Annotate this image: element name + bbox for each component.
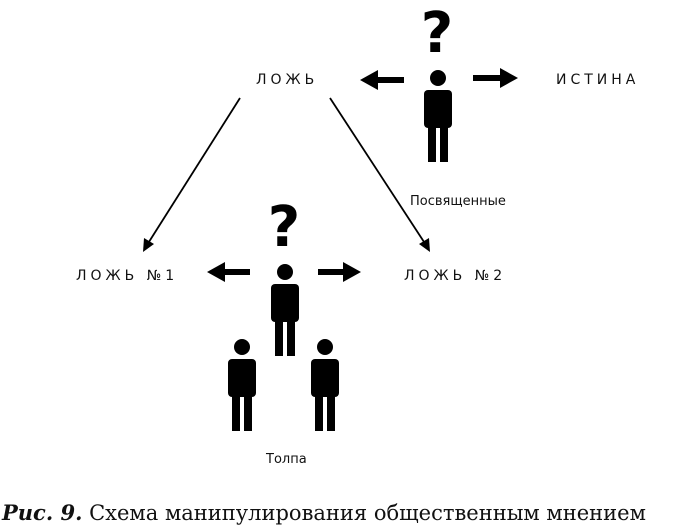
arrow-lie-to-lie2-icon: [329, 97, 430, 252]
arrow-left-to-lie-icon: [360, 70, 404, 90]
crowd-person-right-icon: [311, 339, 339, 431]
lie1-label: ЛОЖЬ №1: [76, 268, 179, 284]
crowd-leader-person-icon: [271, 264, 299, 356]
initiated-label: Посвященные: [410, 194, 506, 209]
figure-caption: Рис. 9. Схема манипулирования общественн…: [2, 500, 699, 525]
crowd-question-mark: ?: [268, 195, 300, 260]
figure-caption-text: Схема манипулирования общественным мнени…: [89, 501, 646, 525]
truth-label: ИСТИНА: [556, 72, 640, 88]
crowd-label: Толпа: [266, 452, 307, 467]
arrow-lie-to-lie1-icon: [143, 97, 241, 252]
arrow-right-to-truth-icon: [473, 68, 518, 88]
initiated-question-mark: ?: [421, 1, 453, 66]
figure-number: Рис. 9.: [2, 500, 83, 525]
arrow-left-to-lie1-icon: [207, 262, 250, 282]
initiated-person-icon: [424, 70, 452, 162]
crowd-person-left-icon: [228, 339, 256, 431]
lie-label: ЛОЖЬ: [256, 72, 319, 88]
arrow-right-to-lie2-icon: [318, 262, 361, 282]
lie2-label: ЛОЖЬ №2: [404, 268, 507, 284]
